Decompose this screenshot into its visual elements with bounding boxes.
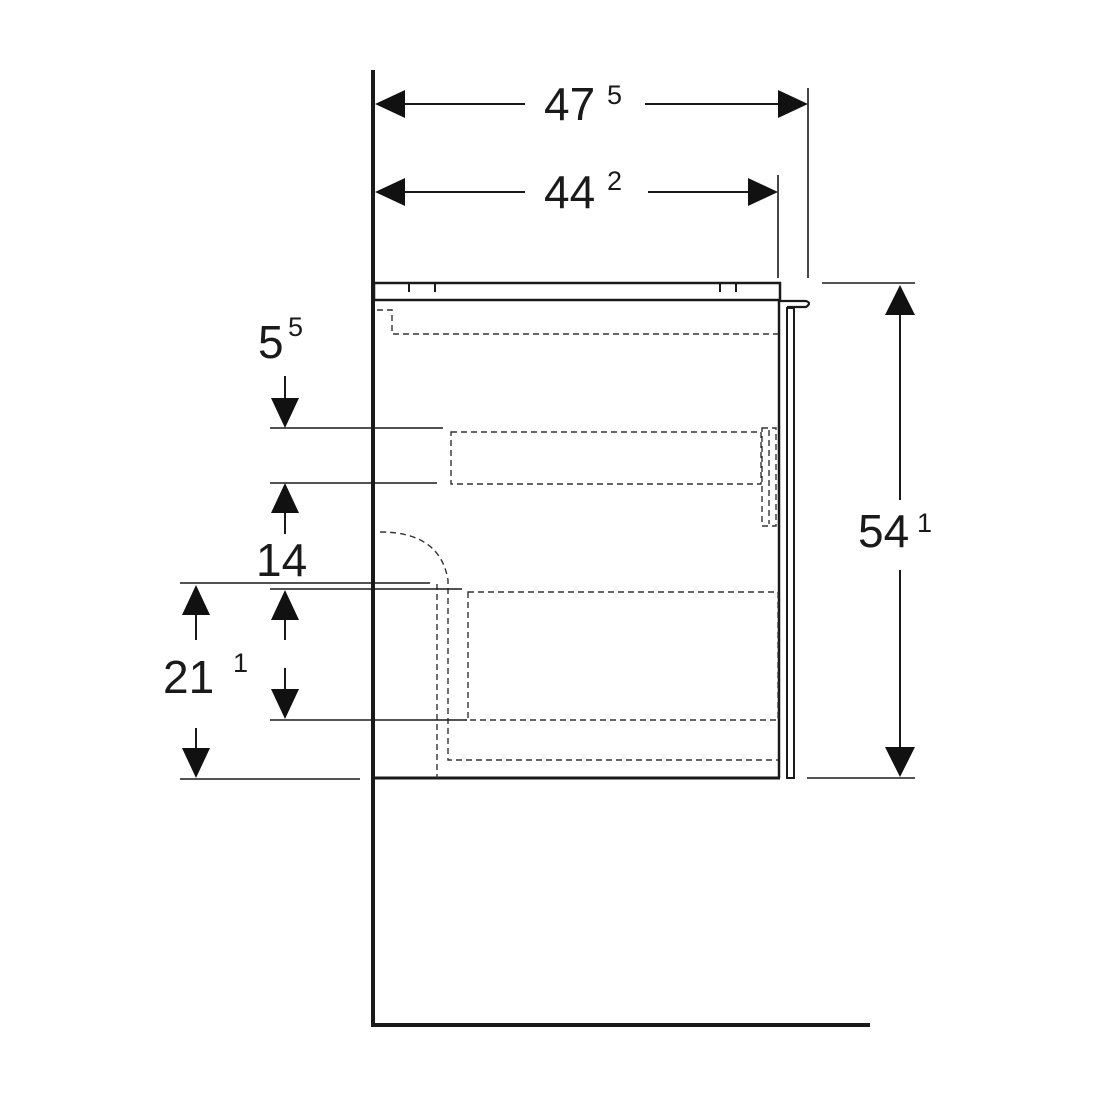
total-depth-sup: 5 bbox=[607, 80, 622, 110]
handle-profile bbox=[780, 299, 811, 309]
hidden-internal-lines bbox=[377, 309, 779, 778]
bottom-section-sup: 1 bbox=[233, 648, 248, 678]
cabinet-top-panel bbox=[372, 281, 782, 302]
dimension-top-offset: 5 5 bbox=[258, 312, 443, 429]
dimension-body-depth: 44 2 bbox=[375, 166, 779, 278]
cabinet-body bbox=[372, 281, 811, 780]
bottom-section-value: 21 bbox=[163, 651, 214, 703]
body-depth-value: 44 bbox=[544, 166, 595, 218]
drawer-gap-value: 14 bbox=[256, 534, 307, 586]
body-depth-sup: 2 bbox=[607, 166, 622, 196]
dimension-total-depth: 47 5 bbox=[375, 78, 809, 278]
dimension-bottom-section: 21 1 bbox=[163, 582, 467, 780]
dimension-height: 54 1 bbox=[807, 282, 932, 779]
top-offset-value: 5 bbox=[258, 316, 284, 368]
height-sup: 1 bbox=[917, 508, 932, 538]
top-offset-sup: 5 bbox=[288, 312, 303, 342]
total-depth-value: 47 bbox=[544, 78, 595, 130]
front-panel bbox=[786, 307, 795, 779]
dimension-drawer-gap: 14 bbox=[256, 482, 437, 586]
height-value: 54 bbox=[858, 505, 909, 557]
